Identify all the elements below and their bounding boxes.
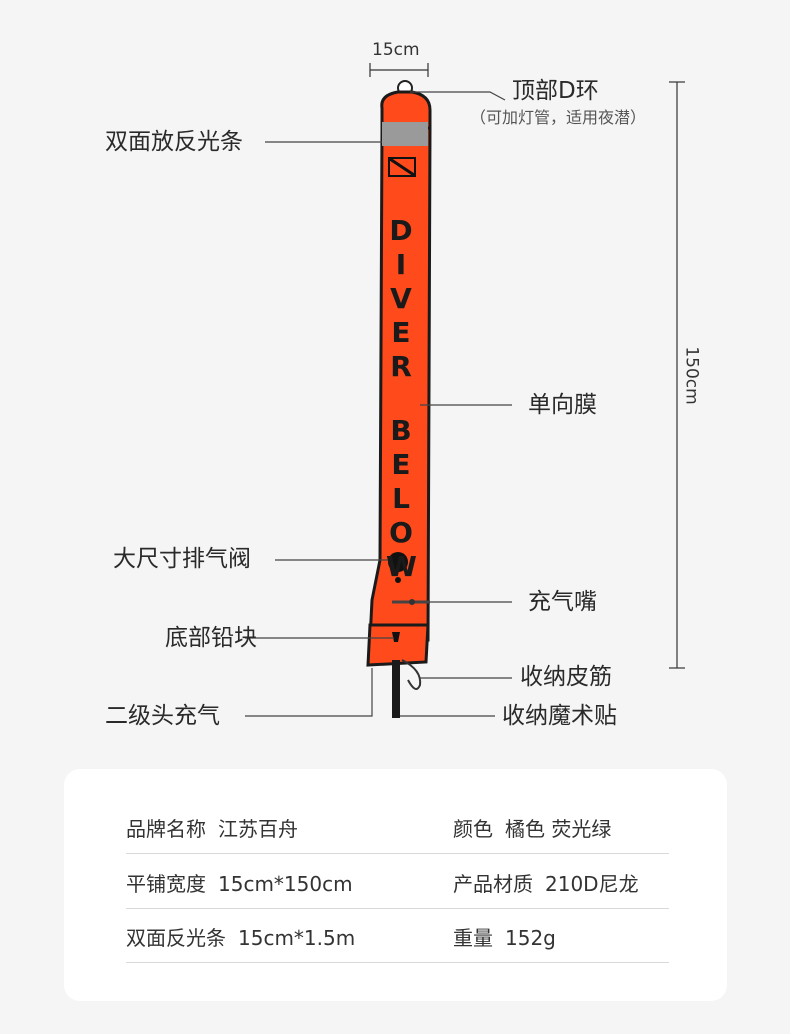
width-dimension-marker xyxy=(369,63,429,77)
spec-key: 产品材质 xyxy=(453,872,533,896)
spec-value: 15cm*1.5m xyxy=(238,926,356,950)
spec-left: 平铺宽度 15cm*150cm xyxy=(126,868,353,897)
spec-right: 产品材质 210D尼龙 xyxy=(453,868,639,897)
spec-card: 品牌名称江苏百舟 颜色橘色 荧光绿 平铺宽度 15cm*150cm 产品材质 210… xyxy=(64,769,727,1001)
label-top-ring: 顶部D环 xyxy=(512,78,599,104)
elastic-band xyxy=(401,659,422,690)
reflective-strip xyxy=(382,122,428,146)
spec-value: 152g xyxy=(505,926,556,950)
spec-key: 品牌名称 xyxy=(126,817,206,841)
height-dimension-marker xyxy=(669,81,685,669)
spec-row: 双面反光条 15cm*1.5m 重量 152g xyxy=(126,908,669,963)
spec-key: 重量 xyxy=(453,926,493,950)
spec-left: 品牌名称江苏百舟 xyxy=(126,813,298,842)
exhaust-valve xyxy=(388,552,408,572)
spec-value: 江苏百舟 xyxy=(218,817,298,841)
label-storage-band: 收纳皮筋 xyxy=(520,664,612,690)
label-exhaust-valve: 大尺寸排气阀 xyxy=(113,546,251,572)
label-velcro: 收纳魔术贴 xyxy=(502,703,617,729)
label-top-ring-note: （可加灯管，适用夜潜） xyxy=(470,108,647,127)
spec-left: 双面反光条 15cm*1.5m xyxy=(126,922,355,951)
leader-lines xyxy=(245,91,512,717)
label-bottom-weight: 底部铅块 xyxy=(165,625,257,651)
velcro-strap xyxy=(392,660,400,718)
dive-flag-icon xyxy=(388,157,416,177)
spec-row: 平铺宽度 15cm*150cm 产品材质 210D尼龙 xyxy=(126,854,669,909)
spec-key: 双面反光条 xyxy=(126,926,226,950)
spec-right: 颜色橘色 荧光绿 xyxy=(453,813,611,842)
height-label: 150cm xyxy=(681,346,702,405)
spec-row: 品牌名称江苏百舟 颜色橘色 荧光绿 xyxy=(126,799,669,854)
label-reflective: 双面放反光条 xyxy=(105,129,243,155)
spec-value: 210D尼龙 xyxy=(545,872,639,896)
spec-key: 平铺宽度 xyxy=(126,872,206,896)
label-inflation-nozzle: 充气嘴 xyxy=(528,589,597,615)
bottom-weight xyxy=(392,632,400,642)
spec-value: 橘色 荧光绿 xyxy=(505,817,612,841)
buoy-illustration xyxy=(245,63,685,718)
spec-value: 15cm*150cm xyxy=(218,872,353,896)
spec-right: 重量 152g xyxy=(453,922,556,951)
label-second-stage: 二级头充气 xyxy=(105,703,220,729)
width-label: 15cm xyxy=(372,40,420,60)
label-one-way-membrane: 单向膜 xyxy=(528,392,597,418)
spec-key: 颜色 xyxy=(453,817,493,841)
